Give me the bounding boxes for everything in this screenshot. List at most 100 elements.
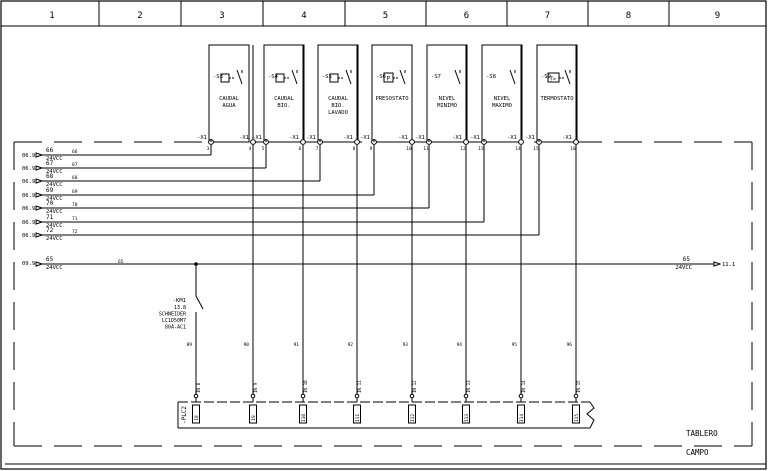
cross-ref: 11.1 [722, 262, 735, 268]
terminal-x1 [518, 139, 524, 145]
voltage-label: 24VCC [675, 265, 692, 271]
terminal-label: -X1 [507, 135, 517, 141]
campo-label: CAMPO [686, 448, 709, 457]
terminal-number: 16 [570, 146, 576, 152]
plc-address: I8 [194, 415, 200, 421]
wire-tag: 66 [72, 149, 78, 155]
terminal-number: 8 [353, 146, 356, 152]
cross-ref: 06.9 [22, 233, 35, 239]
plc-input-dot [409, 393, 415, 399]
wire-number: 70 [46, 200, 54, 207]
device-tag: -S6 [376, 74, 386, 80]
wire-tag: 71 [72, 216, 78, 222]
plc-input-label: IN 15 [576, 380, 581, 393]
device-frame [317, 44, 359, 143]
pressure-symbol: P [387, 76, 391, 83]
drop-wire-number: 89 [187, 342, 193, 348]
terminal-label: -X1 [525, 135, 535, 141]
device-label: CAUDAL [274, 96, 295, 102]
device-frame [263, 44, 305, 143]
arrow-in-icon [35, 205, 44, 211]
plc-input-terminal [192, 404, 200, 424]
zone-number: 3 [219, 11, 224, 21]
wire-number: 67 [46, 160, 54, 167]
terminal-number: 7 [316, 146, 319, 152]
device-frame [426, 44, 468, 143]
terminal-label: -X1 [306, 135, 316, 141]
arrow-in-icon [35, 261, 44, 267]
terminal-number: 4 [249, 146, 252, 152]
terminal-number: 6 [299, 146, 302, 152]
plc-input-dot [518, 393, 524, 399]
plc-input-terminal [462, 404, 470, 424]
zone-number: 4 [301, 11, 306, 21]
plc-input-terminal [572, 404, 580, 424]
wire-tag: 67 [72, 162, 78, 168]
wire-number: 65 [46, 256, 54, 263]
switch-contact [345, 69, 352, 85]
plc-input-terminal [249, 404, 257, 424]
terminal-label: -X1 [343, 135, 353, 141]
arrow-in-icon [35, 219, 44, 225]
arrow-out-icon [713, 261, 722, 267]
arrow-in-icon [35, 178, 44, 184]
terminal-x1 [300, 139, 306, 145]
device-label: CAUDAL [328, 96, 349, 102]
terminal-label: -X1 [197, 135, 207, 141]
plc-break-mark [586, 401, 595, 429]
device-frame [536, 44, 578, 143]
cross-ref: 06.9 [22, 179, 35, 185]
terminal-label: -X1 [398, 135, 408, 141]
terminal-x1 [409, 139, 415, 145]
arrow-in-icon [35, 152, 44, 158]
terminal-number: 3 [207, 146, 210, 152]
zone-number: 2 [137, 11, 142, 21]
device-frame [371, 44, 413, 143]
plc-input-label: IN 9 [253, 382, 258, 393]
plc-input-terminal [517, 404, 525, 424]
plc-input-label: IN 11 [357, 380, 362, 393]
plc-address: I15 [574, 414, 580, 422]
device-tag: -S4 [268, 74, 279, 80]
terminal-number: 9 [370, 146, 373, 152]
cross-ref: 06.9 [22, 166, 35, 172]
terminal-number: 12 [460, 146, 466, 152]
plc-input-dot [354, 393, 360, 399]
device-label: PRESOSTATO [375, 96, 408, 102]
device-tag: -S3 [213, 74, 223, 80]
switch-contact [291, 69, 298, 85]
cross-ref: 06.9 [22, 206, 35, 212]
terminal-number: 13 [478, 146, 484, 152]
plc-input-label: IN 10 [303, 380, 308, 393]
terminal-number: 11 [423, 146, 429, 152]
wire-number: 72 [46, 227, 54, 234]
wire-number: 71 [46, 214, 54, 221]
tablero-label: TABLERO [686, 429, 718, 438]
plc-address: I14 [519, 414, 525, 422]
plc-input-dot [463, 393, 469, 399]
cross-ref: 06.9 [22, 153, 35, 159]
device-label: BIO. [277, 103, 290, 109]
terminal-number: 15 [533, 146, 539, 152]
zone-number: 1 [49, 11, 54, 21]
km1-contact [195, 295, 204, 310]
terminal-label: -X1 [415, 135, 425, 141]
plc-tag: -PLC2 [181, 406, 188, 424]
terminal-x1 [250, 139, 256, 145]
plc-address: I11 [355, 414, 361, 422]
plc-input-terminal [353, 404, 361, 424]
voltage-label: 24VCC [46, 196, 63, 202]
wire-tag: 72 [72, 229, 78, 235]
zone-number: 8 [626, 11, 631, 21]
voltage-label: 24VCC [46, 265, 63, 271]
device-tag: -S8 [486, 74, 496, 80]
drop-wire-number: 93 [403, 342, 409, 348]
zone-number: 6 [464, 11, 469, 21]
terminal-number: 5 [262, 146, 265, 152]
device-tag: -S7 [431, 74, 441, 80]
voltage-label: 24VCC [46, 236, 63, 242]
device-frame [481, 44, 523, 143]
device-tag: -S9 [541, 74, 551, 80]
zone-number: 7 [545, 11, 550, 21]
